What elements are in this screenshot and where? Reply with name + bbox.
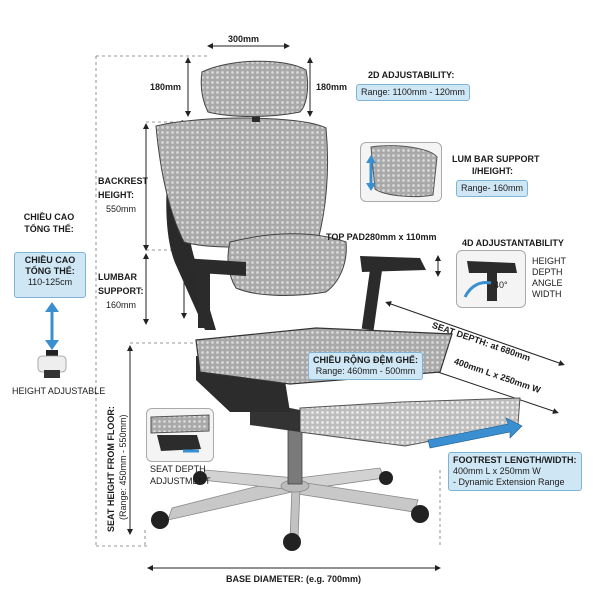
lumbar-3: 160mm bbox=[106, 300, 137, 310]
armrest-left bbox=[182, 258, 246, 328]
total-height-2: TỔNG THỂ: bbox=[24, 224, 74, 234]
lumbar-1: LUMBAR bbox=[98, 272, 137, 282]
gas-lift-icon bbox=[37, 350, 67, 378]
adj4d-item: ANGLE bbox=[532, 278, 563, 288]
adj4d-title: 4D ADJUSTANTABILITY bbox=[462, 238, 564, 248]
seat-height-label: SEAT HEIGHT FROM FLOOR: bbox=[106, 406, 116, 532]
top-pad-label: TOP PAD280mm x 110mm bbox=[326, 232, 437, 242]
backrest-mesh bbox=[155, 117, 329, 248]
lumbar-pad bbox=[227, 233, 347, 296]
angle-label: 40° bbox=[494, 280, 508, 290]
headrest bbox=[200, 60, 309, 117]
backrest-height-1: BACKREST bbox=[98, 176, 149, 186]
seat-height-range: (Range: 450mm - 550mm) bbox=[118, 414, 128, 520]
lumbar-closeup-inset bbox=[360, 142, 442, 202]
headrest-right-label: 180mm bbox=[316, 82, 348, 92]
headrest-left-label: 180mm bbox=[150, 82, 182, 92]
adj2d-title: 2D ADJUSTABILITY: bbox=[368, 70, 455, 80]
lumbar-support-range: Range- 160mm bbox=[461, 183, 524, 193]
height-adjust-arrow bbox=[45, 302, 59, 350]
footrest-box: FOOTREST LENGTH/WIDTH: 400mm L x 250mm W… bbox=[448, 452, 582, 491]
dimension-arrows bbox=[127, 43, 565, 571]
lumbar-support-title-2: I/HEIGHT: bbox=[472, 166, 514, 176]
chair-base bbox=[151, 467, 429, 551]
armrest-right bbox=[360, 256, 426, 331]
total-box-1: CHIỀU CAO bbox=[24, 255, 76, 265]
seat-depth-inset bbox=[146, 408, 214, 462]
total-box-2: TỔNG THỂ: bbox=[25, 266, 75, 276]
seat-width-box: CHIỀU RỘNG ĐỆM GHẾ: Range: 460mm - 500mm bbox=[308, 352, 424, 380]
backrest-height-3: 550mm bbox=[106, 204, 137, 214]
adj4d-list: HEIGHT DEPTH ANGLE WIDTH bbox=[532, 256, 566, 300]
footrest-ext: - Dynamic Extension Range bbox=[453, 477, 565, 487]
seat-depth-adj-1: SEAT DEPTH bbox=[150, 464, 206, 474]
armrest-closeup-inset bbox=[456, 250, 526, 308]
total-height-box: CHIỀU CAO TỔNG THỂ: 110-125cm bbox=[14, 252, 86, 298]
top-width-label: 300mm bbox=[228, 34, 260, 44]
adj2d-range: Range: 1100mm - 120mm bbox=[361, 87, 465, 97]
lumbar-support-title-1: LUM BAR SUPPORT bbox=[452, 154, 540, 164]
height-adjustable-label: HEIGHT ADJUSTABLE bbox=[12, 386, 106, 396]
lumbar-support-range-box: Range- 160mm bbox=[456, 180, 529, 197]
adj4d-item: WIDTH bbox=[532, 289, 562, 299]
footrest-title: FOOTREST LENGTH/WIDTH: bbox=[453, 455, 577, 465]
adj2d-range-box: Range: 1100mm - 120mm bbox=[356, 84, 470, 101]
adj4d-item: DEPTH bbox=[532, 267, 563, 277]
adj4d-item: HEIGHT bbox=[532, 256, 567, 266]
footrest-extension-arrow bbox=[427, 417, 523, 449]
total-height-1: CHIỀU CAO bbox=[23, 212, 75, 222]
seat-depth-adj-2: ADJUSTMENT bbox=[150, 476, 211, 486]
seat-width-range: Range: 460mm - 500mm bbox=[315, 366, 416, 376]
backrest-height-2: HEIGHT: bbox=[98, 190, 134, 200]
seat-width-title: CHIỀU RỘNG ĐỆM GHẾ: bbox=[313, 355, 419, 365]
base-diameter-label: BASE DIAMETER: (e.g. 700mm) bbox=[226, 574, 362, 584]
total-box-range: 110-125cm bbox=[27, 277, 73, 287]
lumbar-2: SUPPORT: bbox=[98, 286, 144, 296]
footrest-size: 400mm L x 250mm W bbox=[453, 466, 541, 476]
